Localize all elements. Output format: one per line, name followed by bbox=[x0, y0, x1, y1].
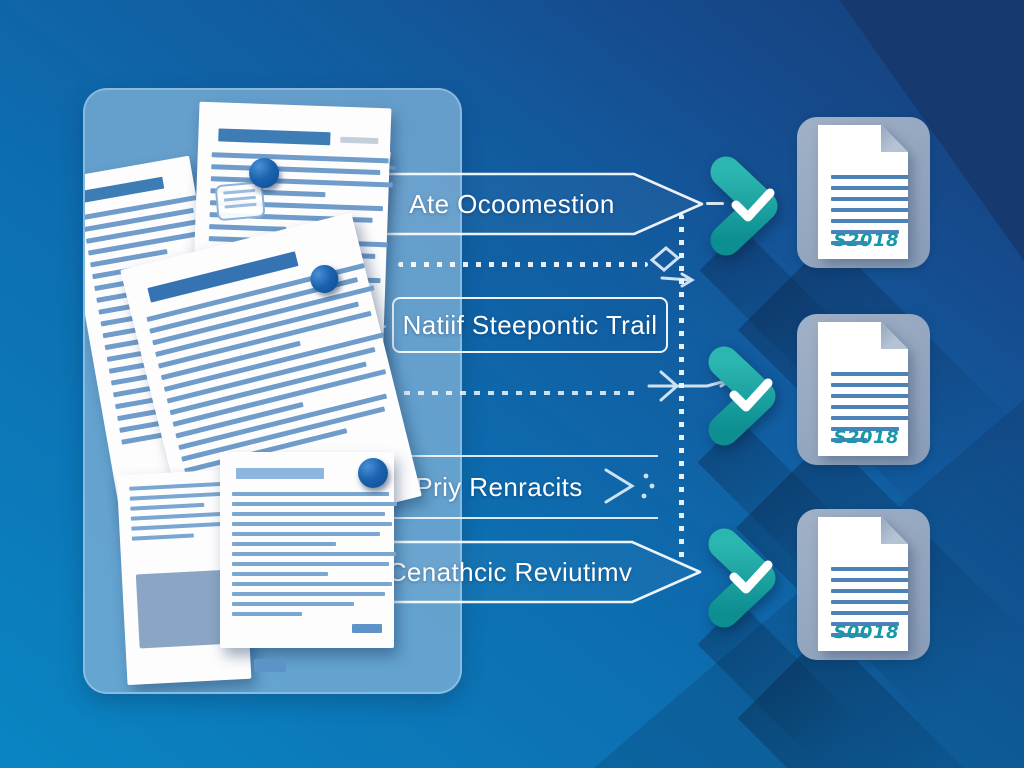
step-label: Cenathcic Reviutimv bbox=[387, 556, 633, 587]
doc-header-bar bbox=[236, 468, 324, 479]
doc-text-lines bbox=[818, 567, 908, 644]
output-tile-3: S0018 bbox=[797, 509, 930, 660]
doc-subheader-line bbox=[340, 136, 379, 144]
step-label: Priy Renracits bbox=[415, 471, 583, 502]
output-tile-1: S2018 bbox=[797, 117, 930, 268]
output-label: S2018 bbox=[833, 427, 899, 448]
doc-header-bar bbox=[85, 176, 165, 204]
arrow-scribble-icon bbox=[647, 370, 734, 402]
horizontal-dotted-connector bbox=[398, 262, 648, 267]
pin-icon bbox=[358, 458, 388, 488]
page-fold-icon bbox=[881, 517, 908, 544]
step-label: Natiif Steepontic Trail bbox=[402, 309, 658, 340]
document-icon: S0018 bbox=[818, 517, 908, 651]
step-banner-2: Natiif Steepontic Trail bbox=[366, 297, 668, 353]
check-badge-1 bbox=[710, 156, 778, 256]
arrow-scribble-icon bbox=[604, 468, 655, 504]
check-icon bbox=[731, 188, 775, 222]
output-label: S0018 bbox=[833, 622, 899, 643]
arrow-banner-outline bbox=[384, 172, 704, 236]
document-icon: S2018 bbox=[818, 125, 908, 259]
document-sheet bbox=[220, 452, 398, 648]
document-sheet-icon: S2018 bbox=[818, 322, 908, 456]
document-sheet-icon: S2018 bbox=[818, 125, 908, 259]
arrow-scribble-icon bbox=[649, 246, 695, 288]
step-label: Ate Ocoomestion bbox=[409, 188, 615, 219]
step-banner-1: Ate Ocoomestion bbox=[383, 171, 705, 237]
doc-text-lines bbox=[818, 175, 908, 252]
doc-button-block bbox=[352, 624, 382, 633]
check-badge-2 bbox=[708, 346, 776, 446]
output-label: S2018 bbox=[833, 230, 899, 251]
check-badge-3 bbox=[708, 528, 776, 628]
step-banner-4: Cenathcic Reviutimv bbox=[381, 539, 703, 605]
page-fold-icon bbox=[881, 125, 908, 152]
horizontal-dashed-connector bbox=[348, 391, 642, 395]
doc-header-bar bbox=[218, 128, 331, 146]
connector-dash bbox=[706, 202, 724, 205]
document-icon: S2018 bbox=[818, 322, 908, 456]
output-tile-2: S2018 bbox=[797, 314, 930, 465]
document-sheet-icon: S0018 bbox=[818, 517, 908, 651]
stamp-icon bbox=[214, 181, 266, 222]
doc-text-lines bbox=[818, 372, 908, 449]
doc-text-lines bbox=[220, 492, 398, 622]
check-icon bbox=[729, 378, 773, 412]
page-fold-icon bbox=[881, 322, 908, 349]
doc-tab-block bbox=[254, 659, 286, 672]
step-banner-3: Priy Renracits bbox=[388, 455, 658, 519]
arrow-banner-outline bbox=[382, 540, 702, 604]
check-icon bbox=[729, 560, 773, 594]
